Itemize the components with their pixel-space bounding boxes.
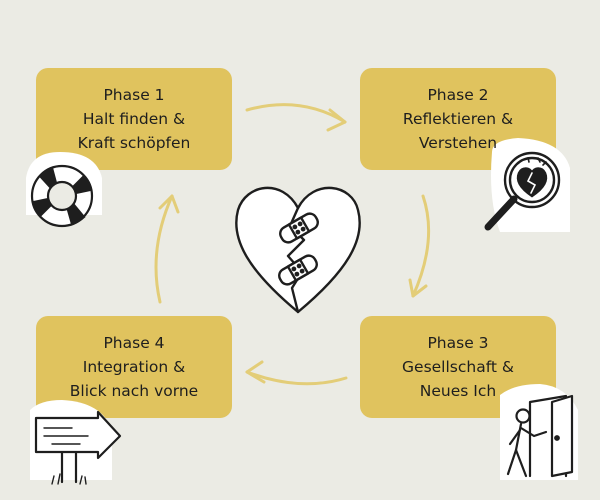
arrow-phase2-to-phase3 (408, 194, 431, 298)
phase-1-title: Phase 1 (103, 86, 165, 104)
phase-3-title: Phase 3 (427, 334, 489, 352)
life-ring-icon (30, 164, 94, 228)
phase-2-card: Phase 2 Reflektieren & Verstehen (360, 68, 556, 170)
arrow-phase4-to-phase1 (154, 194, 180, 304)
phase-4-line-1: Integration & (82, 358, 186, 376)
signpost-arrow-icon (34, 410, 122, 485)
phase-2-line-2: Verstehen (418, 134, 498, 152)
phase-3-line-1: Gesellschaft & (402, 358, 514, 376)
bandaged-broken-heart-icon (235, 186, 361, 314)
magnifier-broken-heart-icon (484, 151, 561, 231)
phase-3-line-2: Neues Ich (419, 382, 497, 400)
phase-1-line-2: Kraft schöpfen (77, 134, 191, 152)
arrow-phase3-to-phase4 (245, 360, 348, 386)
phase-4-line-2: Blick nach vorne (69, 382, 199, 400)
phase-2-title: Phase 2 (427, 86, 489, 104)
phase-2-line-1: Reflektieren & (402, 110, 514, 128)
phase-1-line-1: Halt finden & (82, 110, 186, 128)
phase-4-card: Phase 4 Integration & Blick nach vorne (36, 316, 232, 418)
arrow-phase1-to-phase2 (245, 103, 347, 132)
phase-4-title: Phase 4 (103, 334, 165, 352)
phase-1-card: Phase 1 Halt finden & Kraft schöpfen (36, 68, 232, 170)
phase-4-card-bg (36, 316, 232, 418)
phase-3-card: Phase 3 Gesellschaft & Neues Ich (360, 316, 556, 418)
person-entering-door-icon (506, 394, 574, 478)
phase-1-card-bg (36, 68, 232, 170)
